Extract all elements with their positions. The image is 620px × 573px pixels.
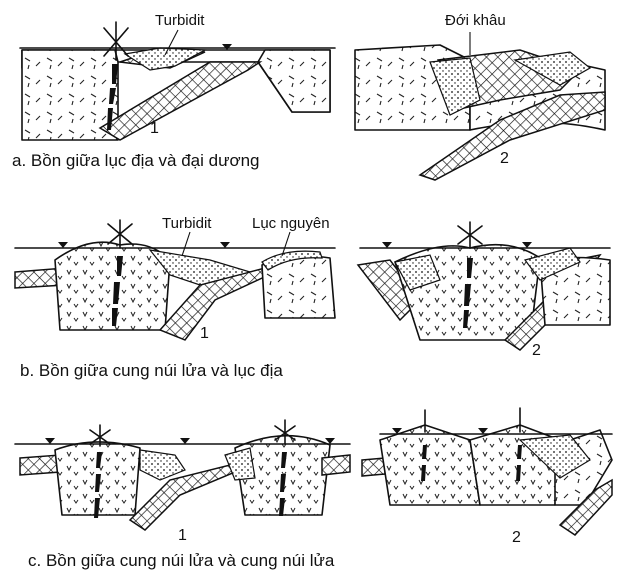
- panel-b-stage1-label: 1: [200, 325, 209, 342]
- panel-c-stage1-label: 1: [178, 527, 187, 544]
- panel-b-stage1: 1 Turbidit Lục nguyên: [15, 215, 335, 342]
- turbidite-label-b: Turbidit: [162, 215, 212, 232]
- panel-b-stage2-label: 2: [532, 342, 541, 359]
- panel-a-stage1: 1 Turbidit: [20, 12, 335, 140]
- panel-a-caption: a. Bồn giữa lục địa và đại dương: [12, 151, 260, 170]
- panel-c-stage2-label: 2: [512, 529, 521, 546]
- suture-label: Đới khâu: [445, 12, 506, 29]
- terrigenous-label: Lục nguyên: [252, 215, 330, 232]
- panel-c: 1 2 c. Bồn giữa cung núi lửa và cung núi…: [15, 408, 612, 570]
- panel-c-caption: c. Bồn giữa cung núi lửa và cung núi lửa: [28, 551, 335, 570]
- panel-b: 1 Turbidit Lục nguyên 2 b. Bồn giữa cung…: [15, 215, 610, 380]
- panel-a: 1 Turbidit 2 Đới khâu a. Bồn giữa lục đị…: [12, 12, 605, 180]
- turbidite-label-a: Turbidit: [155, 12, 205, 29]
- panel-b-caption: b. Bồn giữa cung núi lửa và lục địa: [20, 361, 283, 380]
- panel-c-stage1: 1: [15, 420, 350, 544]
- panel-c-stage2: 2: [362, 408, 612, 546]
- panel-a-stage2-label: 2: [500, 150, 509, 167]
- panel-b-stage2: 2: [358, 222, 610, 359]
- panel-a-stage2: 2 Đới khâu: [355, 12, 605, 180]
- panel-a-stage1-label: 1: [150, 120, 159, 137]
